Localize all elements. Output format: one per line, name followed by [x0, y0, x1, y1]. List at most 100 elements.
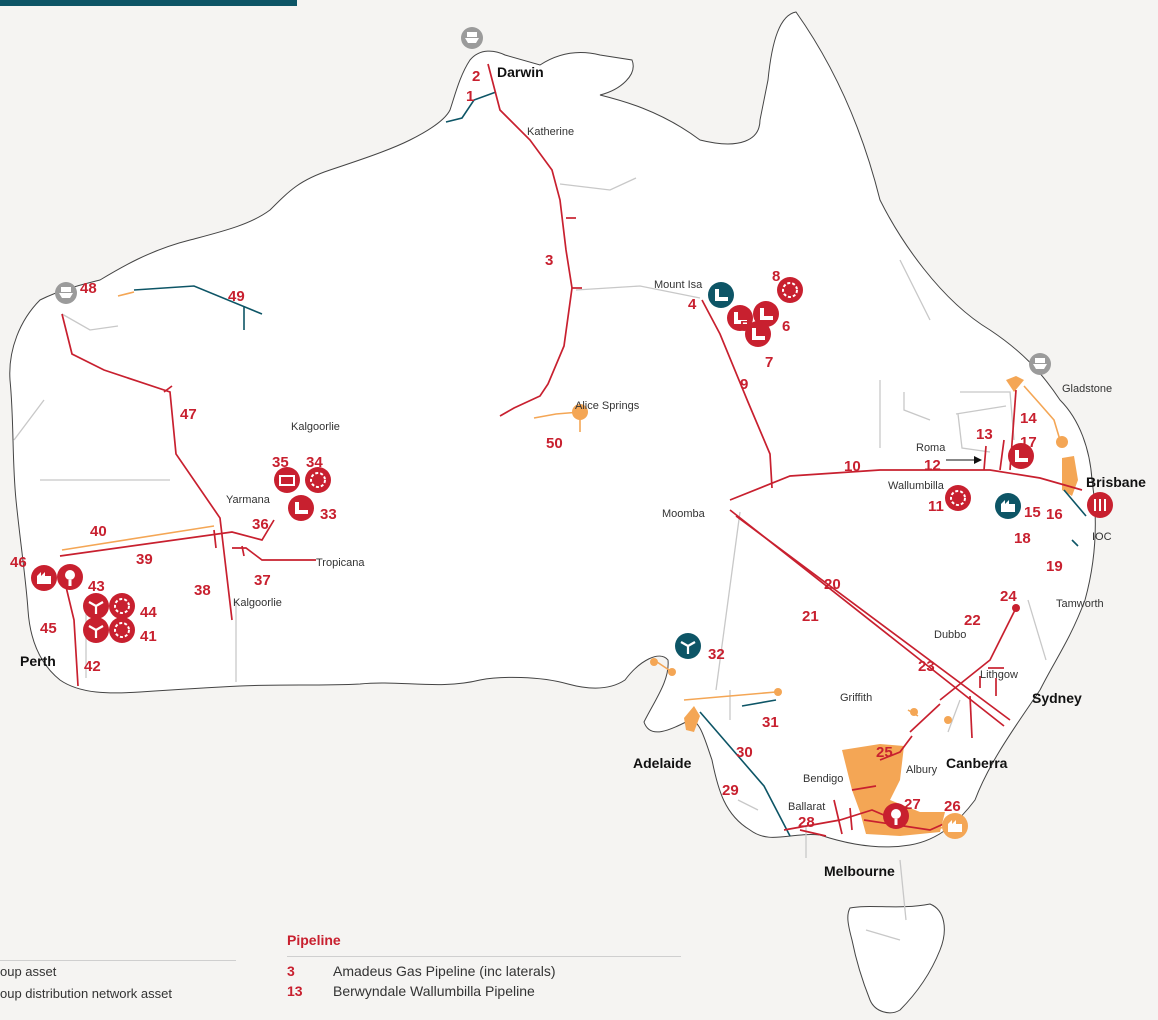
legend-divider	[287, 956, 681, 957]
asset-number: 14	[1020, 410, 1037, 427]
place-label: Alice Springs	[575, 400, 640, 412]
asset-number: 8	[772, 268, 780, 285]
asset-number: 40	[90, 523, 107, 540]
place-label: Tamworth	[1056, 598, 1104, 610]
asset-number: 35	[272, 454, 289, 471]
asset-number: 47	[180, 406, 197, 423]
legend-row: 3 Amadeus Gas Pipeline (inc laterals)	[287, 961, 681, 981]
asset-number: 26	[944, 798, 961, 815]
asset-number: 19	[1046, 558, 1063, 575]
wind-turbine-icon	[83, 617, 109, 643]
gas-distribution-region-victoria	[842, 744, 945, 836]
factory-icon	[288, 495, 314, 521]
asset-number: 49	[228, 288, 245, 305]
asset-number: 22	[964, 612, 981, 629]
asset-number: 37	[254, 572, 271, 589]
asset-number: 1	[466, 88, 474, 105]
asset-number: 44	[140, 604, 157, 621]
place-label: Bendigo	[803, 773, 843, 785]
asset-number: 41	[140, 628, 157, 645]
legend-number: 3	[287, 963, 295, 979]
roma-arrow	[946, 456, 982, 464]
factory-icon	[31, 565, 57, 591]
asset-number: 16	[1046, 506, 1063, 523]
legend-pipelines: Pipeline 3 Amadeus Gas Pipeline (inc late…	[287, 932, 681, 1001]
legend-asset-types: oup asset oup distribution network asset	[0, 960, 236, 1005]
asset-number: 6	[782, 318, 790, 335]
legend-label: Amadeus Gas Pipeline (inc laterals)	[333, 963, 556, 979]
ship-icon	[1029, 353, 1051, 375]
factory-icon	[708, 282, 734, 308]
solar-icon	[109, 593, 135, 619]
factory-icon	[995, 493, 1021, 519]
asset-number: 24	[1000, 588, 1017, 605]
place-label: Kalgoorlie	[233, 597, 282, 609]
legend-label: Berwyndale Wallumbilla Pipeline	[333, 983, 535, 999]
place-label: Gladstone	[1062, 383, 1112, 395]
place-label: Roma	[916, 442, 946, 454]
asset-number: 50	[546, 435, 563, 452]
asset-number: 42	[84, 658, 101, 675]
asset-number: 15	[1024, 504, 1041, 521]
place-label: Ballarat	[788, 801, 825, 813]
solar-icon	[109, 617, 135, 643]
legend-row: oup distribution network asset	[0, 986, 172, 1001]
tasmania-landmass	[847, 903, 945, 1014]
asset-number: 33	[320, 506, 337, 523]
pipeline-end-tamworth	[1012, 604, 1020, 612]
city-label: Melbourne	[824, 863, 895, 879]
city-labels: DarwinBrisbanePerthAdelaideSydneyCanberr…	[20, 64, 1146, 879]
asset-number: 5	[740, 318, 748, 335]
city-label: Darwin	[497, 64, 544, 80]
place-label: Griffith	[840, 692, 872, 704]
asset-number: 23	[918, 658, 935, 675]
asset-number: 9	[740, 376, 748, 393]
asset-number: 4	[688, 296, 697, 313]
header-accent-bar	[0, 0, 297, 6]
city-label: Adelaide	[633, 755, 692, 771]
legend-title: Pipeline	[287, 932, 341, 948]
factory-icon	[727, 305, 753, 331]
ship-icon	[461, 27, 483, 49]
mainland-landmass	[9, 11, 1096, 848]
storage-icon	[883, 803, 909, 829]
wind-turbine-icon	[83, 593, 109, 619]
asset-number: 46	[10, 554, 27, 571]
asset-number: 48	[80, 280, 97, 297]
third-party-network-lines	[13, 177, 1047, 941]
asset-number: 34	[306, 454, 323, 471]
asset-number: 27	[904, 796, 921, 813]
asset-number: 28	[798, 814, 815, 831]
asset-number: 25	[876, 744, 893, 761]
asset-number: 20	[824, 576, 841, 593]
storage-icon	[57, 564, 83, 590]
legend-row: oup asset	[0, 964, 57, 979]
asset-number: 38	[194, 582, 211, 599]
city-label: Brisbane	[1086, 474, 1146, 490]
ship-icon	[55, 282, 77, 304]
place-label: IOC	[1092, 531, 1112, 543]
city-label: Sydney	[1032, 690, 1082, 706]
asset-number: 13	[976, 426, 993, 443]
asset-number: 45	[40, 620, 57, 637]
battery-icon	[274, 467, 300, 493]
factory-icon	[745, 321, 771, 347]
gas-distribution-region-gladstone	[1006, 376, 1024, 392]
factory-icon	[753, 301, 779, 327]
asset-number: 3	[545, 252, 553, 269]
orange-nodes	[572, 404, 1068, 724]
wind-turbine-icon	[675, 633, 701, 659]
place-label: Moomba	[662, 508, 706, 520]
asset-number: 18	[1014, 530, 1031, 547]
solar-icon	[777, 277, 803, 303]
place-label: Kalgoorlie	[291, 421, 340, 433]
factory-icon	[942, 813, 968, 839]
place-label: Tropicana	[316, 557, 365, 569]
place-label: Katherine	[527, 126, 574, 138]
city-label: Perth	[20, 653, 56, 669]
asset-number: 43	[88, 578, 105, 595]
asset-number: 31	[762, 714, 779, 731]
asset-number: 17	[1020, 434, 1037, 451]
